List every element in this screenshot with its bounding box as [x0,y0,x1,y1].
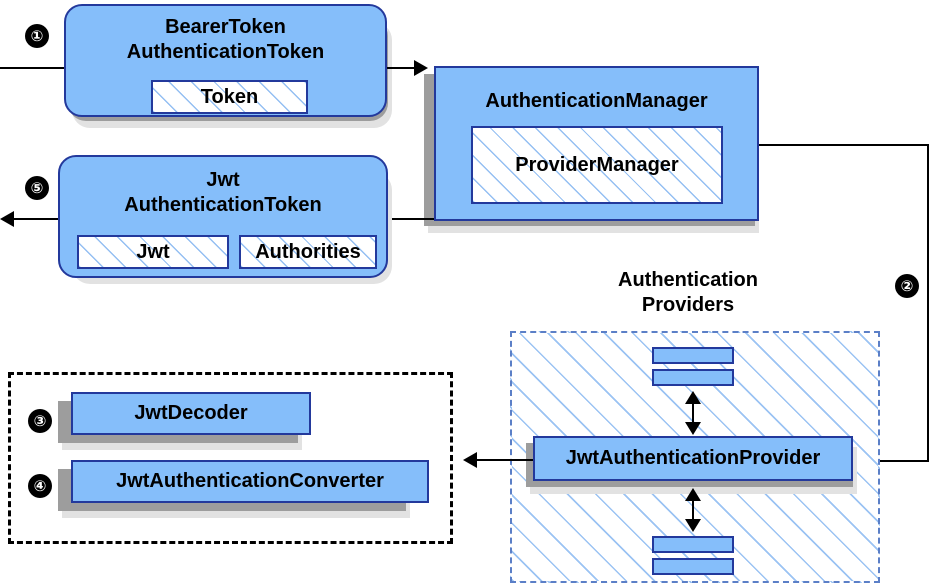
provider-top-connector-arrow-up [685,391,701,404]
authorities-inner-box[interactable]: Authorities [239,235,377,269]
step-2-line-top [759,144,929,146]
bearer-token-title: BearerToken AuthenticationToken [126,16,325,63]
provider-stub-bottom-1 [652,536,734,553]
step-2-line-bottom [878,460,929,462]
provider-bottom-connector-arrow-up [685,488,701,501]
provider-top-connector-arrow-down [685,422,701,435]
step-2-bullet: ② [895,274,919,298]
jwt-inner-box[interactable]: Jwt [77,235,229,269]
step-3-bullet: ③ [28,409,52,433]
provider-bottom-connector-line [692,491,694,527]
authentication-manager-box[interactable]: AuthenticationManager ProviderManager [434,66,759,221]
jwt-authentication-converter-box[interactable]: JwtAuthenticationConverter [71,460,429,503]
provider-bottom-connector-arrow-down [685,519,701,532]
token-inner-box[interactable]: Token [151,80,308,114]
manager-to-jwt-token-line [387,218,434,220]
provider-stub-top-1 [652,347,734,364]
jwt-support-region [8,372,453,544]
bearer-to-manager-arrowhead [414,60,428,76]
jwt-authentication-provider-label: JwtAuthenticationProvider [565,447,821,469]
bearer-to-manager-line [387,67,417,69]
authentication-manager-title: AuthenticationManager [485,90,708,112]
bearer-token-authentication-token-box[interactable]: BearerToken AuthenticationToken Token [64,4,387,117]
outgoing-response-line [14,218,74,220]
step-4-bullet: ④ [28,474,52,498]
jwt-authentication-converter-label: JwtAuthenticationConverter [116,470,384,492]
provider-top-connector-line [692,394,694,430]
provider-to-support-arrowhead [463,452,477,468]
jwt-token-title: Jwt AuthenticationToken [124,169,322,216]
provider-to-support-line [477,459,533,461]
jwt-decoder-box[interactable]: JwtDecoder [71,392,311,435]
authentication-providers-caption: Authentication Providers [618,269,758,316]
provider-stub-top-2 [652,369,734,386]
jwt-authentication-token-box[interactable]: Jwt AuthenticationToken Jwt Authorities [58,155,388,278]
step-2-line-right [927,144,929,461]
provider-stub-bottom-2 [652,558,734,575]
outgoing-response-arrowhead [0,211,14,227]
step-1-bullet: ① [25,24,49,48]
incoming-request-line [0,67,74,69]
provider-manager-inner-box[interactable]: ProviderManager [471,126,723,204]
step-5-bullet: ⑤ [25,176,49,200]
jwt-authentication-provider-box[interactable]: JwtAuthenticationProvider [533,436,853,481]
jwt-decoder-label: JwtDecoder [134,402,248,424]
